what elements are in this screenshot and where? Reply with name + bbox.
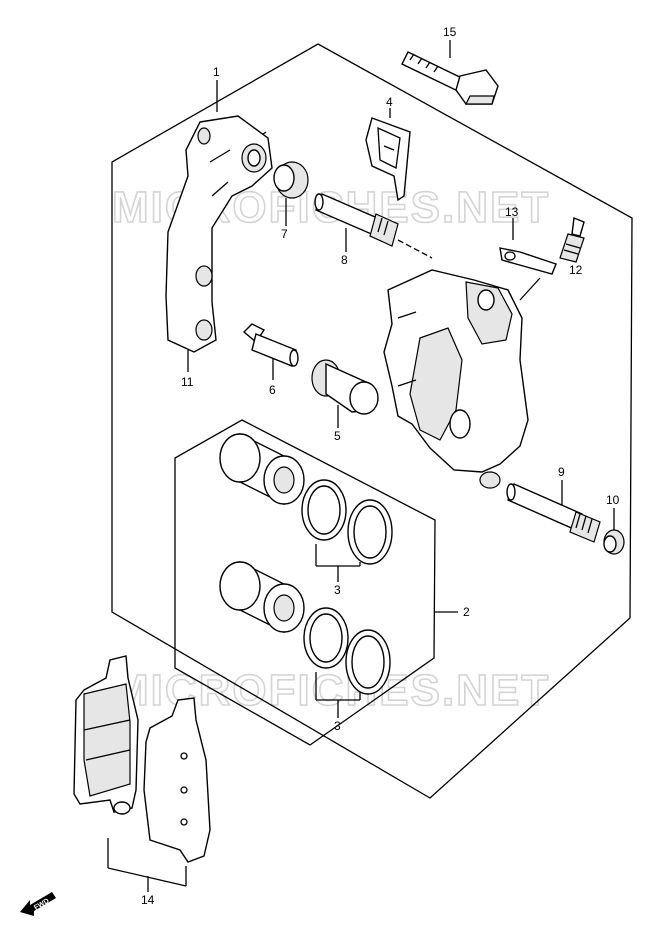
caliper-bracket-1 [165,115,273,353]
seals-lower [303,607,391,695]
callout-6: 6 [269,383,276,397]
seals-upper [301,479,393,565]
callout-4: 4 [386,95,393,109]
callout-3-upper: 3 [334,583,341,597]
caliper-assembly-outline [111,43,633,799]
clip-13 [499,247,557,275]
pin-bolt-6 [242,323,299,367]
callout-8: 8 [341,253,348,267]
callout-7: 7 [281,227,288,241]
callout-14: 14 [141,893,155,907]
bolt-5 [311,359,379,415]
callout-10: 10 [606,493,620,507]
leader-lines [107,40,615,892]
pad-spring-4 [365,117,411,202]
fwd-arrow-icon: FWD [20,892,56,916]
piston-upper [219,432,305,506]
callout-1: 1 [213,65,220,79]
callout-labels: 1 2 3 3 4 5 6 7 8 9 10 11 12 13 14 15 [141,25,620,907]
caliper-body [383,269,529,489]
bolt-15 [401,51,499,105]
callout-12: 12 [569,263,583,277]
callout-2: 2 [463,605,470,619]
callout-9: 9 [558,465,565,479]
slide-pin-9 [506,483,601,543]
piston-kit-outline [174,419,436,746]
boot-7 [273,161,309,199]
callout-13: 13 [505,205,519,219]
callout-11: 11 [181,375,194,389]
brake-pad-rear [143,697,211,863]
callout-15: 15 [443,25,457,39]
fwd-label: FWD [33,898,50,912]
callout-3-lower: 3 [334,719,341,733]
brake-pad-front [73,655,139,815]
bleeder-valve-12 [559,217,585,263]
cap-10 [603,529,625,555]
pin-8 [314,193,399,247]
piston-lower [219,560,305,634]
callout-5: 5 [334,429,341,443]
